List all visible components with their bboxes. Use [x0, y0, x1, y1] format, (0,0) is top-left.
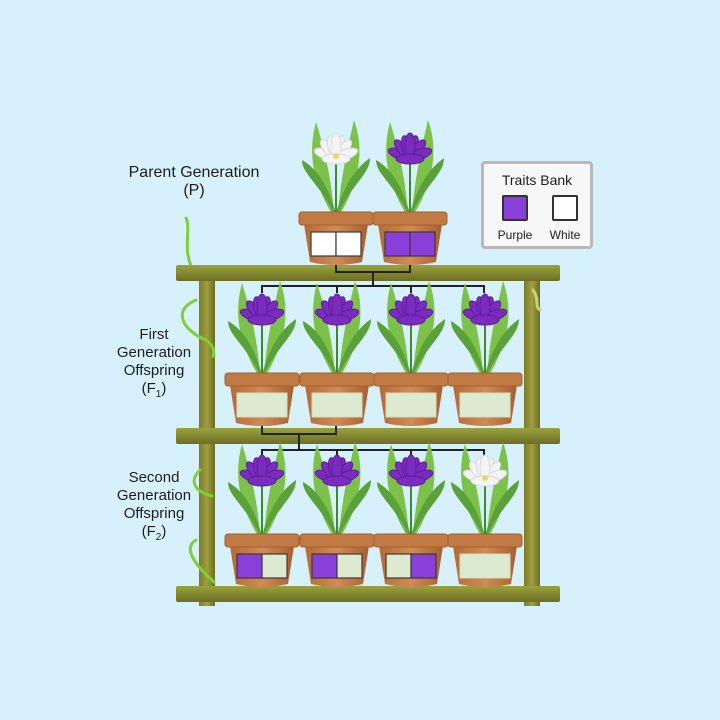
- parent-plant-1: [298, 120, 374, 265]
- f2-label-line2: Generation: [116, 487, 192, 504]
- traits-bank: Traits Bank Purple White: [481, 161, 593, 249]
- f1-generation-label: First Generation Offspring (F1): [106, 326, 202, 404]
- white-trait-chip[interactable]: [552, 195, 578, 221]
- f1-plant-4: [447, 281, 523, 426]
- f1-label-code: (F1): [141, 380, 167, 400]
- white-trait-label: White: [549, 228, 581, 242]
- shelf-middle: [176, 428, 560, 444]
- f2-plant-2-allele-slot-2[interactable]: [336, 553, 363, 579]
- f2-plant-3-allele-slot-2[interactable]: [410, 553, 437, 579]
- cross-connector-parents: [261, 262, 485, 293]
- f1-label-line1: First: [139, 326, 169, 343]
- f2-plant-3-allele-slot-1[interactable]: [385, 553, 412, 579]
- f2-generation-label: Second Generation Offspring (F2): [106, 469, 202, 547]
- f2-plant-4: [447, 442, 523, 587]
- f1-plant-1-allele-slot[interactable]: [236, 392, 288, 418]
- traits-bank-title: Traits Bank: [501, 172, 573, 188]
- f1-plant-3-allele-slot[interactable]: [385, 392, 437, 418]
- f2-label-code: (F2): [141, 523, 167, 543]
- parent-generation-title: Parent Generation: [128, 164, 260, 181]
- f1-plant-1: [224, 281, 300, 426]
- parent-plant-2-allele-slot-2[interactable]: [409, 231, 436, 257]
- f1-plant-4-allele-slot[interactable]: [459, 392, 511, 418]
- f2-plant-4-allele-slot[interactable]: [459, 553, 511, 579]
- f2-plant-1-allele-slot-1[interactable]: [236, 553, 263, 579]
- f1-plant-2-allele-slot[interactable]: [311, 392, 363, 418]
- f2-label-line3: Offspring: [123, 505, 185, 522]
- parent-generation-label: Parent Generation (P): [104, 164, 284, 200]
- f2-plant-1-allele-slot-2[interactable]: [261, 553, 288, 579]
- f1-label-line3: Offspring: [123, 362, 185, 379]
- f2-plant-2-allele-slot-1[interactable]: [311, 553, 338, 579]
- parent-plant-1-allele-slot-2[interactable]: [335, 231, 362, 257]
- parent-plant-1-allele-slot-1[interactable]: [310, 231, 337, 257]
- purple-trait-label: Purple: [497, 228, 533, 242]
- f1-label-line2: Generation: [116, 344, 192, 361]
- f1-plant-3: [373, 281, 449, 426]
- f2-plant-3: [373, 442, 449, 587]
- purple-trait-chip[interactable]: [502, 195, 528, 221]
- shelf-bottom: [176, 586, 560, 602]
- parent-plant-2-allele-slot-1[interactable]: [384, 231, 411, 257]
- parent-plant-2: [372, 120, 448, 265]
- f2-plant-2: [299, 442, 375, 587]
- f1-plant-2: [299, 281, 375, 426]
- parent-generation-code: (P): [183, 182, 205, 199]
- f2-label-line1: Second: [128, 469, 180, 486]
- f2-plant-1: [224, 442, 300, 587]
